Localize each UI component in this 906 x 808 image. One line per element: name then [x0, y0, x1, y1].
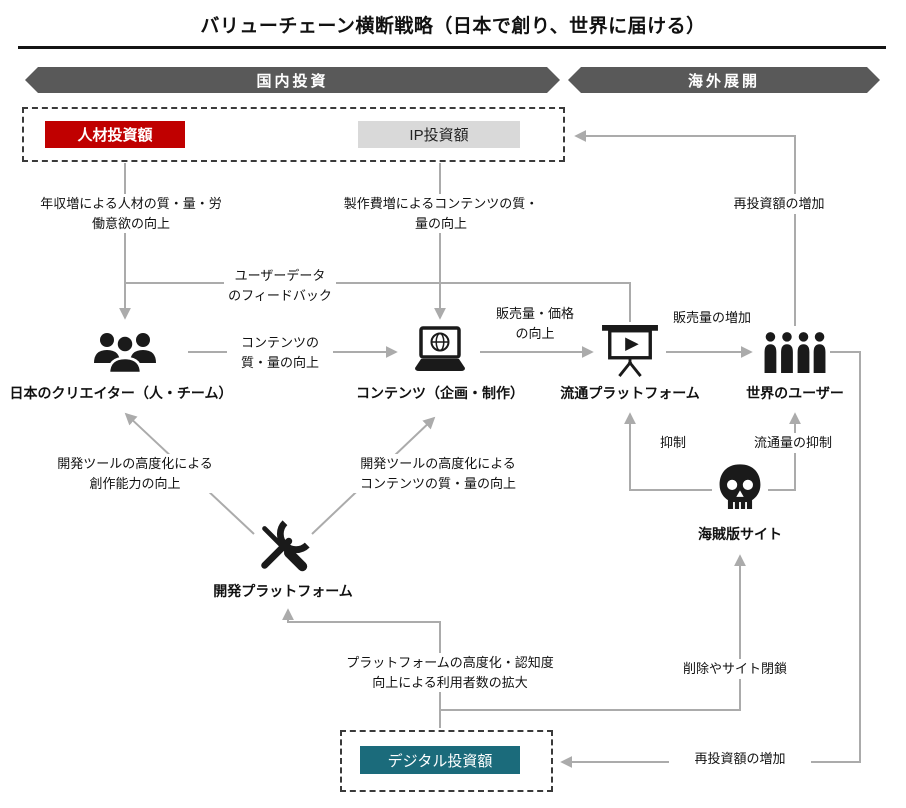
people-group-icon [93, 327, 157, 375]
annotation-user-feedback: ユーザーデータ のフィードバック [224, 266, 336, 305]
annotation-distribution-suppression: 流通量の抑制 [741, 433, 845, 453]
talent-investment-box: 人材投資額 [45, 121, 185, 148]
ip-investment-box: IP投資額 [358, 121, 520, 148]
annotation-talent-effect: 年収増による人材の質・量・労 働意欲の向上 [28, 194, 234, 233]
global-users-label: 世界のユーザー [746, 385, 844, 401]
banner-domestic-investment: 国内投資 [25, 67, 560, 93]
annotation-content-quality: コンテンツの 質・量の向上 [227, 333, 333, 372]
annotation-deletion: 削除やサイト閉鎖 [671, 659, 799, 679]
annotation-reinvest-bottom: 再投資額の増加 [669, 749, 811, 769]
annotation-suppression: 抑制 [650, 433, 696, 453]
laptop-globe-icon [406, 325, 474, 375]
banner-overseas-expansion: 海外展開 [568, 67, 880, 93]
digital-investment-box: デジタル投資額 [360, 746, 520, 774]
arrow-pirate-to-distribution [624, 412, 712, 491]
annotation-dev-tool-content: 開発ツールの高度化による コンテンツの質・量の向上 [344, 454, 532, 493]
pirate-sites-label: 海賊版サイト [698, 526, 782, 542]
crossed-tools-icon [251, 516, 315, 578]
page-title: バリューチェーン横断戦略（日本で創り、世界に届ける） [200, 16, 706, 37]
annotation-dev-tool-creator: 開発ツールの高度化による 創作能力の向上 [38, 454, 232, 493]
annotation-reinvest-top: 再投資額の増加 [708, 194, 850, 214]
annotation-sales-increase: 販売量の増加 [654, 308, 770, 328]
audience-icon [761, 330, 829, 374]
distribution-platform-label: 流通プラットフォーム [560, 385, 700, 401]
domestic-investment-group-box [22, 107, 565, 162]
arrow-reinvest-top [574, 130, 796, 326]
title-divider [18, 46, 886, 49]
arrow-reinvest-bottom [560, 351, 861, 768]
dev-platform-label: 開発プラットフォーム [213, 583, 353, 599]
annotation-sales-price: 販売量・価格 の向上 [489, 304, 581, 343]
annotation-platform-expansion: プラットフォームの高度化・認知度 向上による利用者数の拡大 [334, 653, 566, 692]
skull-icon [714, 461, 766, 518]
japanese-creators-label: 日本のクリエイター（人・チーム） [9, 385, 233, 401]
digital-investment-group-box [340, 730, 553, 792]
presentation-play-icon [600, 324, 660, 378]
arrow-digital-to-pirate [440, 554, 746, 711]
content-label: コンテンツ（企画・制作） [356, 385, 524, 401]
annotation-ip-effect: 製作費増によるコンテンツの質・ 量の向上 [330, 194, 552, 233]
